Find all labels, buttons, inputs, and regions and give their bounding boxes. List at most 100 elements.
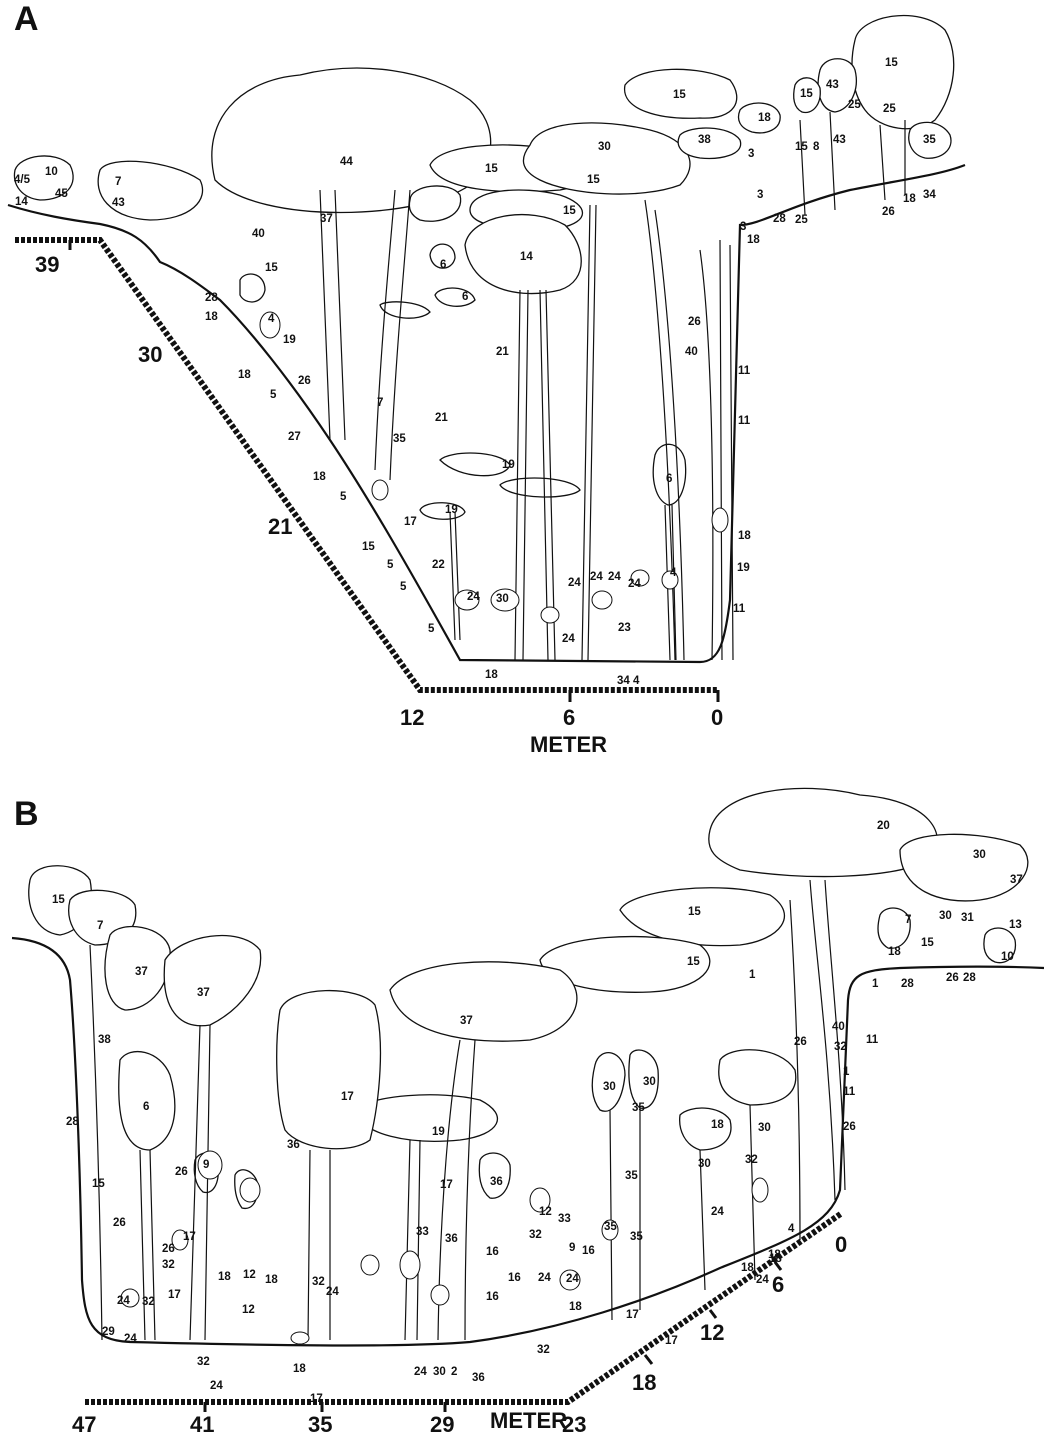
species-label: 24 [566, 1273, 579, 1285]
species-label: 26 [882, 206, 895, 218]
species-label: 4 [268, 313, 275, 325]
species-label: 28 [963, 972, 976, 984]
scale-tick-label: 41 [190, 1412, 214, 1433]
species-label: 18 [741, 1262, 754, 1274]
panel-b: B [12, 788, 1044, 1433]
species-label: 6 [462, 291, 468, 303]
panel-letter-a: A [14, 0, 39, 38]
species-label: 17 [168, 1289, 181, 1301]
species-label: 16 [486, 1291, 499, 1303]
species-label: 18 [313, 471, 326, 483]
species-label: 5 [428, 623, 435, 635]
species-label: 25 [848, 99, 861, 111]
species-label: 15 [563, 205, 576, 217]
species-label: 43 [833, 134, 846, 146]
species-label: 33 [558, 1213, 571, 1225]
species-label: 36 [490, 1176, 503, 1188]
species-label: 25 [883, 103, 896, 115]
species-label: 7 [377, 397, 383, 409]
species-label: 32 [537, 1344, 550, 1356]
species-label: 8 [813, 141, 820, 153]
species-label: 17 [183, 1231, 196, 1243]
species-label: 18 [769, 1253, 782, 1265]
scale-tick-label: 30 [138, 342, 162, 367]
species-label: 18 [888, 946, 901, 958]
species-label: 26 [794, 1036, 807, 1048]
species-label: 2 [451, 1366, 457, 1378]
scale-tick-label: 6 [772, 1272, 784, 1297]
canopy-group-a [14, 16, 953, 520]
species-label: 30 [496, 593, 509, 605]
scale-bar-a [15, 240, 718, 702]
species-label: 40 [832, 1021, 845, 1033]
species-label: 43 [826, 79, 839, 91]
species-label: 31 [961, 912, 974, 924]
species-label: 5 [270, 389, 277, 401]
scale-tick-label: 12 [400, 705, 424, 730]
species-label: 38 [698, 134, 711, 146]
species-label: 21 [496, 346, 509, 358]
species-label: 22 [432, 559, 445, 571]
scale-tick-label: 35 [308, 1412, 332, 1433]
species-label: 29 [102, 1326, 115, 1338]
species-label: 15 [362, 541, 375, 553]
species-label: 3 [740, 221, 746, 233]
species-label: 24 [210, 1380, 223, 1392]
panel-letter-b: B [14, 795, 39, 833]
species-label: 18 [218, 1271, 231, 1283]
species-label: 17 [440, 1179, 453, 1191]
species-label: 32 [197, 1356, 210, 1368]
species-label: 36 [445, 1233, 458, 1245]
species-label: 19 [432, 1126, 445, 1138]
species-label: 12 [243, 1269, 256, 1281]
species-label: 15 [265, 262, 278, 274]
species-label: 19 [737, 562, 750, 574]
species-label: 24 [124, 1333, 137, 1345]
species-label: 18 [711, 1119, 724, 1131]
species-label: 18 [485, 669, 498, 681]
species-label: 40 [685, 346, 698, 358]
species-label: 34 [923, 189, 936, 201]
species-label: 18 [265, 1274, 278, 1286]
species-label: 37 [135, 966, 148, 978]
species-label: 24 [590, 571, 603, 583]
species-label: 24 [467, 591, 480, 603]
species-label: 3 [748, 148, 754, 160]
species-label: 45 [55, 188, 68, 200]
species-label: 1 [872, 978, 879, 990]
species-label: 19 [502, 459, 515, 471]
species-label: 35 [625, 1170, 638, 1182]
species-label: 43 [112, 197, 125, 209]
species-label: 15 [795, 141, 808, 153]
species-label: 3 [757, 189, 763, 201]
species-label: 5 [400, 581, 407, 593]
panel-a: A [8, 0, 965, 757]
species-label: 1 [843, 1066, 850, 1078]
species-label: 9 [203, 1159, 209, 1171]
species-label: 17 [626, 1309, 639, 1321]
species-label: 16 [486, 1246, 499, 1258]
species-label: 11 [738, 415, 751, 427]
species-label: 18 [758, 112, 771, 124]
species-label: 35 [393, 433, 406, 445]
species-label: 15 [52, 894, 65, 906]
species-label: 24 [568, 577, 581, 589]
species-label: 30 [698, 1158, 711, 1170]
species-label: 28 [901, 978, 914, 990]
species-label: 26 [162, 1243, 175, 1255]
species-label: 24 [117, 1295, 130, 1307]
species-label: 33 [416, 1226, 429, 1238]
species-label: 37 [1010, 874, 1023, 886]
species-label: 4 [788, 1223, 795, 1235]
species-label: 28 [773, 213, 786, 225]
species-label: 18 [747, 234, 760, 246]
species-label: 23 [618, 622, 631, 634]
species-label: 24 [538, 1272, 551, 1284]
species-label: 10 [1001, 951, 1014, 963]
species-label: 17 [310, 1393, 323, 1405]
species-label: 6 [666, 473, 672, 485]
species-label: 9 [569, 1242, 575, 1254]
species-label: 18 [238, 369, 251, 381]
species-label: 18 [293, 1363, 306, 1375]
species-label: 26 [946, 972, 959, 984]
